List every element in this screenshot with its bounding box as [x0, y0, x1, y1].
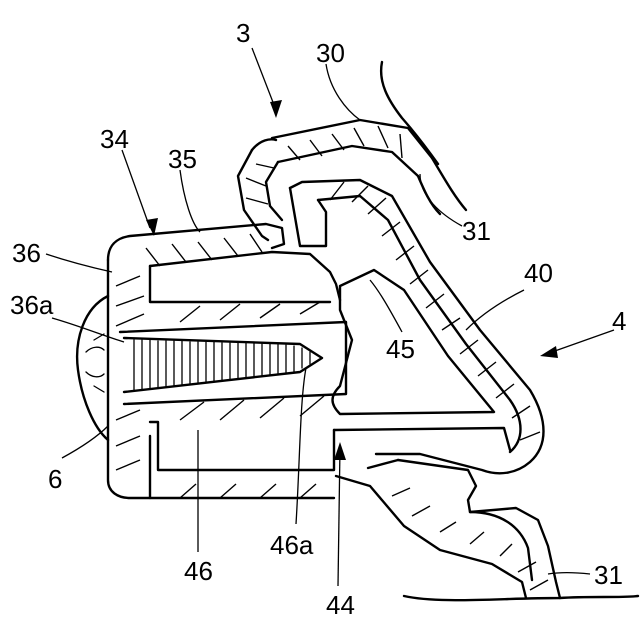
label-36: 36	[12, 238, 41, 268]
trim-panel-upper	[238, 62, 466, 240]
trim-panel-lower	[336, 460, 638, 600]
label-44: 44	[326, 590, 355, 620]
label-4: 4	[612, 306, 626, 336]
label-45: 45	[386, 334, 415, 364]
label-30: 30	[316, 38, 345, 68]
reference-arrows	[122, 48, 614, 586]
screw	[77, 296, 322, 440]
screw-threads	[134, 340, 310, 390]
label-36a: 36a	[10, 290, 54, 320]
label-40: 40	[524, 258, 553, 288]
label-46: 46	[184, 556, 213, 586]
head-hatching	[116, 234, 324, 498]
label-46a: 46a	[270, 530, 314, 560]
clip-hatching	[330, 182, 540, 440]
label-34: 34	[100, 124, 129, 154]
reference-numerals: 3 30 31 34 35 36 36a 40 4 45 6 46a 46 44…	[10, 18, 626, 620]
label-35: 35	[168, 144, 197, 174]
panel-hatching	[246, 126, 402, 204]
label-31-bottom: 31	[594, 560, 623, 590]
label-31-top: 31	[462, 216, 491, 246]
clip-head	[108, 224, 510, 498]
label-6: 6	[48, 464, 62, 494]
label-3: 3	[236, 18, 250, 48]
